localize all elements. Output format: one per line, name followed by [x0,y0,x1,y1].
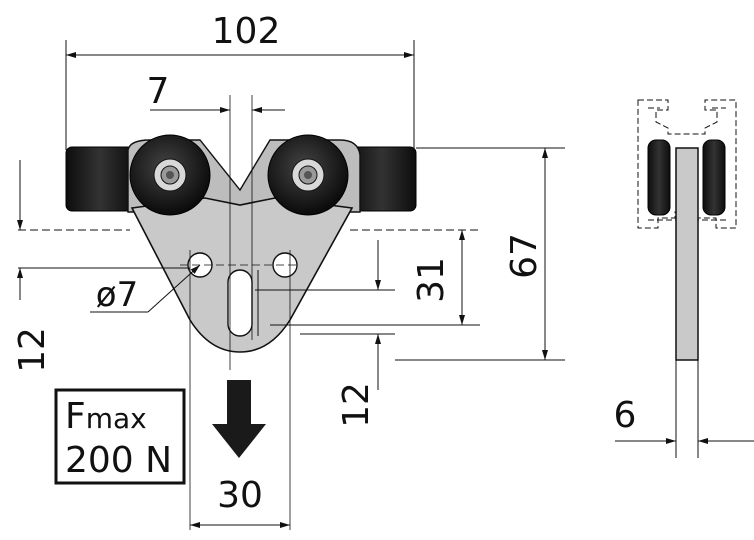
right-hole [272,252,298,278]
dim-offset: 7 [147,71,170,112]
side-left-roller [647,139,671,216]
left-wheel [129,134,211,216]
dim-left-height: 12 [12,327,53,373]
dim-plate-thickness: 6 [614,395,637,436]
arrow-down-icon [212,380,266,458]
svg-text:Fmax: Fmax [65,396,147,437]
center-slot [227,269,253,337]
front-view [65,95,417,530]
load-label-main: F [65,396,86,437]
side-view [615,99,754,458]
load-label-sub: max [86,402,147,435]
load-box: Fmax 200 N [54,388,186,485]
dim-center-height: 31 [411,257,452,303]
right-wheel [267,134,349,216]
side-plate [675,147,699,361]
side-right-roller [702,139,726,216]
dim-lower-height: 12 [336,382,377,428]
load-value: 200 N [65,440,172,481]
dim-hole-diameter: ø7 [96,275,138,315]
dimension-lines [17,40,565,528]
dim-overall-width: 102 [212,11,281,52]
dim-total-height: 67 [504,233,545,279]
center-lines [180,95,300,530]
dim-slot-width: 30 [217,475,263,516]
left-roller [65,146,135,212]
